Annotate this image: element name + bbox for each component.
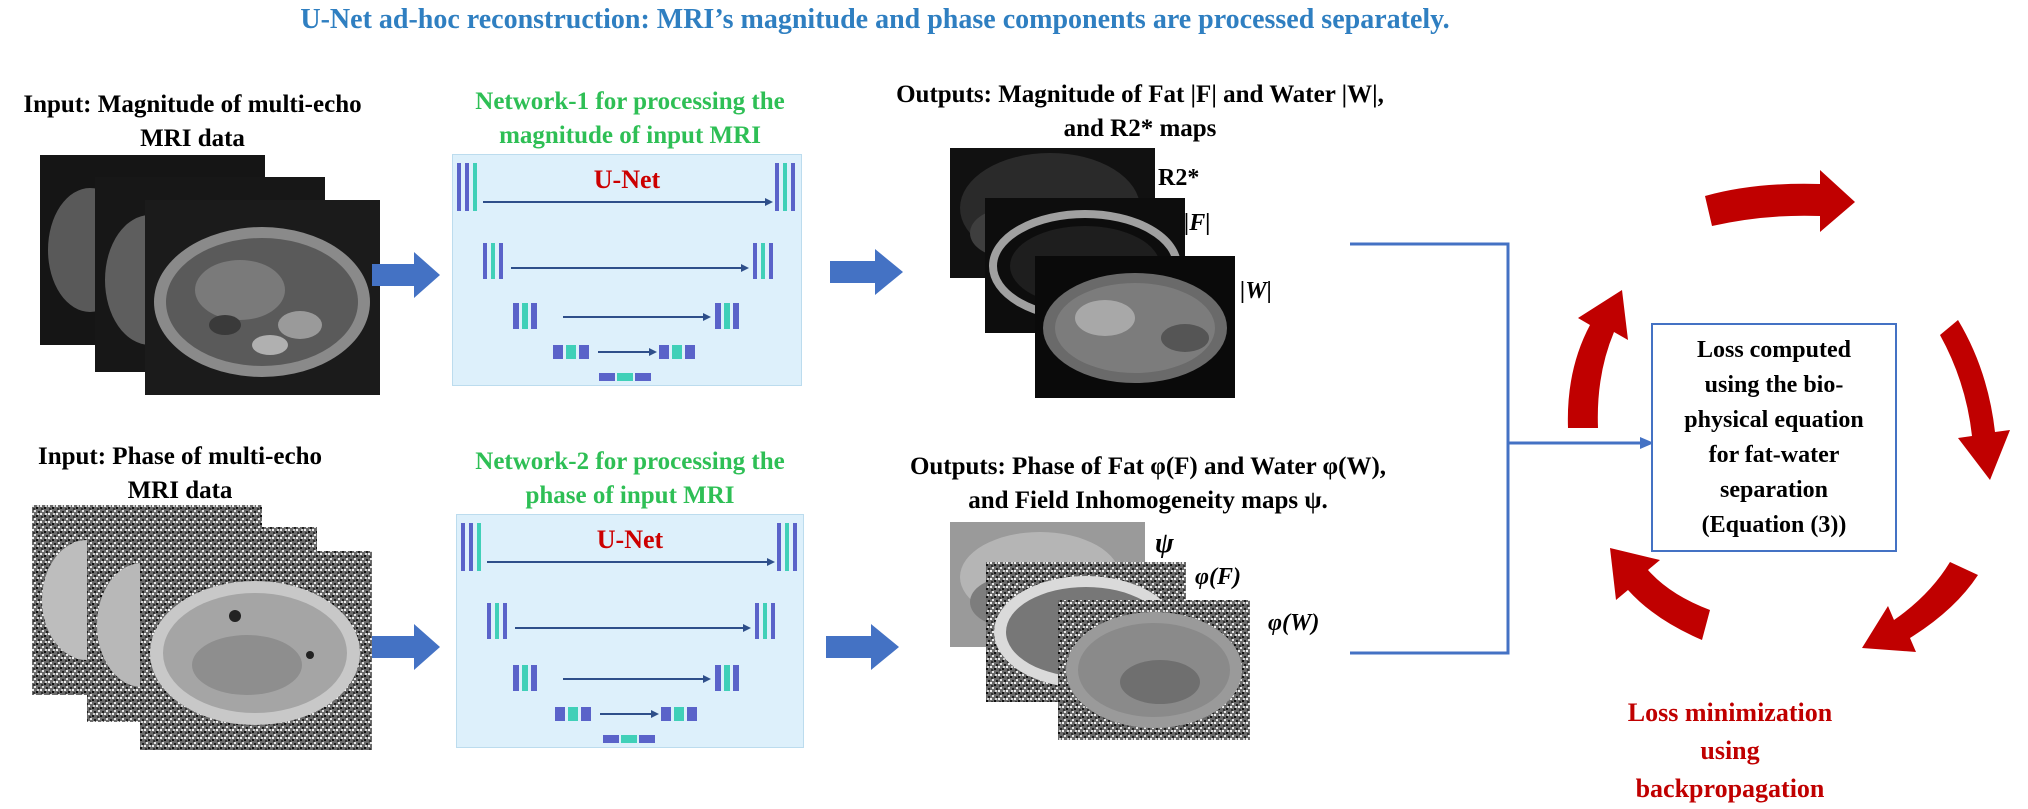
- network2-label: Network-2 for processing the phase of in…: [440, 445, 820, 513]
- fat-phase-label: φ(F): [1195, 564, 1242, 590]
- loss-box-line5: separation: [1719, 476, 1828, 503]
- optimization-cycle-arrows: [1567, 170, 2010, 652]
- fat-magnitude-label: |F|: [1184, 210, 1211, 236]
- network1-label-line1: Network-1 for processing the: [475, 88, 785, 115]
- loss-min-line3: backpropagation: [1635, 774, 1825, 803]
- bottom-outputs-label: Outputs: Phase of Fat φ(F) and Water φ(W…: [868, 450, 1428, 518]
- loss-minimization-label: Loss minimization using backpropagation: [1580, 694, 1880, 808]
- loss-box-line4: for fat-water: [1708, 441, 1840, 468]
- r2star-label: R2*: [1158, 165, 1200, 191]
- loss-box-line2: using the bio-: [1704, 371, 1844, 398]
- arrow-phase-input-to-network2: [372, 624, 440, 670]
- magnitude-output-maps: [950, 148, 1235, 398]
- bottom-input-label: Input: Phase of multi-echo MRI data: [0, 440, 360, 508]
- top-input-label: Input: Magnitude of multi-echo MRI data: [0, 88, 385, 156]
- bottom-outputs-line1: Outputs: Phase of Fat φ(F) and Water φ(W…: [909, 453, 1387, 480]
- water-phase-label: φ(W): [1268, 610, 1320, 636]
- top-outputs-label: Outputs: Magnitude of Fat |F| and Water …: [870, 78, 1410, 146]
- water-phase-map: [1058, 600, 1250, 740]
- output-connector-lines: [1350, 242, 1654, 655]
- loss-computation-box: Loss computed using the bio- physical eq…: [1651, 323, 1897, 552]
- phase-output-maps: [950, 522, 1250, 740]
- unet-network2-panel: U-Net: [456, 514, 804, 748]
- loss-box-line3: physical equation: [1684, 406, 1864, 433]
- phase-mri-stack: [32, 505, 372, 750]
- unet2-level2: [487, 603, 775, 639]
- cycle-arrow-bottom-right: [1862, 562, 1978, 652]
- unet2-level3: [513, 665, 739, 691]
- top-outputs-line1: Outputs: Magnitude of Fat |F| and Water …: [896, 81, 1384, 108]
- loss-min-line2: using: [1700, 736, 1760, 765]
- arrow-network1-to-outputs: [830, 249, 903, 295]
- unet2-architecture: [461, 523, 797, 743]
- loss-box-line1: Loss computed: [1696, 336, 1851, 363]
- water-magnitude-map: [1035, 256, 1235, 398]
- cycle-arrow-bottom-left: [1610, 548, 1710, 640]
- unet2-level1: [461, 523, 797, 571]
- arrow-network2-to-outputs: [826, 624, 899, 670]
- unet2-level4: [555, 707, 697, 721]
- unet-network1-panel: U-Net: [452, 154, 802, 386]
- cycle-arrow-top: [1705, 170, 1855, 232]
- unet1-label: U-Net: [593, 165, 661, 194]
- unet1-level2: [483, 243, 773, 279]
- magnitude-mri-stack: [40, 155, 380, 395]
- loss-box-line6: (Equation (3)): [1701, 511, 1847, 538]
- unet1-bottleneck: [599, 373, 651, 381]
- water-magnitude-label: |W|: [1240, 278, 1272, 304]
- bottom-outputs-line2: and Field Inhomogeneity maps ψ.: [968, 487, 1328, 514]
- loss-min-line1: Loss minimization: [1627, 698, 1833, 727]
- unet1-level3: [513, 303, 739, 329]
- cycle-arrow-left: [1567, 290, 1628, 428]
- top-input-label-line2: MRI data: [140, 125, 245, 152]
- unet1-architecture: [457, 163, 795, 381]
- top-input-label-line1: Input: Magnitude of multi-echo: [23, 91, 362, 118]
- network2-label-line1: Network-2 for processing the: [475, 448, 785, 475]
- unet2-label: U-Net: [596, 525, 664, 554]
- top-outputs-line2: and R2* maps: [1063, 115, 1217, 142]
- arrow-input-to-network1: [372, 252, 440, 298]
- network1-label: Network-1 for processing the magnitude o…: [440, 85, 820, 153]
- unet1-level1: [457, 163, 795, 211]
- network2-label-line2: phase of input MRI: [525, 482, 735, 509]
- diagram-title: U-Net ad-hoc reconstruction: MRI’s magni…: [300, 4, 1450, 35]
- cycle-arrow-right: [1940, 320, 2010, 480]
- network1-label-line2: magnitude of input MRI: [499, 122, 761, 149]
- unet1-level4: [553, 345, 695, 359]
- bottom-input-label-line1: Input: Phase of multi-echo: [37, 443, 323, 470]
- unet2-bottleneck: [603, 735, 655, 743]
- psi-label: ψ: [1155, 528, 1174, 559]
- bottom-input-label-line2: MRI data: [127, 477, 233, 504]
